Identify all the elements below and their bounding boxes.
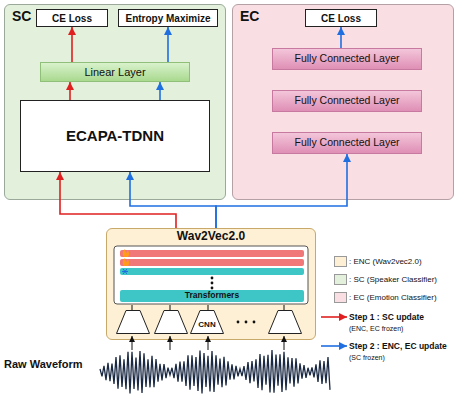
loss-box: CE Loss xyxy=(36,9,108,27)
raw-waveform xyxy=(100,350,330,393)
ecapa-box: ECAPA-TDNN xyxy=(20,100,210,172)
panel-title: EC xyxy=(240,9,259,24)
node-label: Linear Layer xyxy=(84,66,145,78)
legend-text: Step 1 : SC update xyxy=(349,312,424,322)
loss-box: CE Loss xyxy=(305,9,377,27)
frozen-icon xyxy=(123,269,127,274)
fc-layer: Fully Connected Layer xyxy=(272,90,422,112)
cnn-trapezoid xyxy=(155,311,188,334)
legend-swatch xyxy=(334,292,347,303)
legend-text: : ENC (Wav2vec2.0) xyxy=(349,257,422,266)
node-label: Fully Connected Layer xyxy=(294,137,399,149)
input-arrow xyxy=(170,336,171,350)
ellipsis-dot xyxy=(237,321,240,324)
ellipsis-dot xyxy=(211,282,214,285)
feature-arrow xyxy=(132,305,133,310)
ellipsis-dot xyxy=(211,277,214,280)
legend-note: (ENC, EC frozen) xyxy=(349,325,403,332)
fire-icon xyxy=(123,258,130,266)
node-label: Transformers xyxy=(185,291,239,300)
panel-title: Wav2Vec2.0 xyxy=(106,230,316,243)
input-label: Raw Waveform xyxy=(4,358,82,370)
legend-entry: : EC (Emotion Classifier) xyxy=(334,292,437,303)
fc-layer: Fully Connected Layer xyxy=(272,132,422,154)
feature-arrow xyxy=(170,305,171,310)
input-arrow xyxy=(132,336,133,350)
transformer-layer xyxy=(120,259,304,266)
legend-swatch xyxy=(334,274,347,285)
flow-arrow xyxy=(71,27,73,62)
transformer-layer xyxy=(120,268,304,275)
ellipsis-dot xyxy=(245,321,248,324)
node-label: Entropy Maximize xyxy=(125,13,210,24)
flow-arrow xyxy=(130,172,216,228)
flow-arrow xyxy=(167,27,169,62)
flow-arrow xyxy=(60,172,176,228)
legend-entry: Step 2 : ENC, EC update xyxy=(320,341,447,351)
ellipsis-dot xyxy=(253,321,256,324)
cnn-block: CNN xyxy=(190,310,224,334)
fire-icon xyxy=(123,249,130,257)
node-label: ECAPA-TDNN xyxy=(66,128,164,145)
node-label: CNN xyxy=(198,315,215,330)
loss-box: Entropy Maximize xyxy=(118,9,218,27)
feature-arrow xyxy=(284,305,285,310)
flow-arrow xyxy=(216,154,347,228)
node-label: CE Loss xyxy=(52,13,92,24)
legend-arrow xyxy=(320,341,348,351)
node-label: Fully Connected Layer xyxy=(294,53,399,65)
node-label: CE Loss xyxy=(321,13,361,24)
frozen-icon xyxy=(123,269,127,274)
legend-text: Step 2 : ENC, EC update xyxy=(349,341,447,351)
panel-title: SC xyxy=(12,9,31,24)
legend-text: : EC (Emotion Classifier) xyxy=(349,293,437,302)
flow-arrow xyxy=(159,82,161,100)
legend-entry: : ENC (Wav2vec2.0) xyxy=(334,256,422,267)
legend-note: (SC frozen) xyxy=(349,354,385,361)
linear-layer: Linear Layer xyxy=(40,62,190,82)
input-arrow xyxy=(284,336,285,350)
legend-arrow xyxy=(320,312,348,322)
cnn-trapezoid xyxy=(117,311,150,334)
transformer-stack xyxy=(114,246,308,304)
transformer-bar: Transformers xyxy=(120,290,304,302)
flow-arrow xyxy=(340,27,342,48)
legend-entry: : SC (Speaker Classifier) xyxy=(334,274,437,285)
input-arrow xyxy=(208,336,209,350)
node-label: Fully Connected Layer xyxy=(294,95,399,107)
legend-text: : SC (Speaker Classifier) xyxy=(349,275,437,284)
legend-swatch xyxy=(334,256,347,267)
legend-entry: Step 1 : SC update xyxy=(320,312,424,322)
sc-panel: CE Loss Entropy MaximizeLinear LayerECAPA… xyxy=(4,4,226,200)
feature-arrow xyxy=(208,305,209,310)
cnn-trapezoid xyxy=(269,311,302,334)
transformer-layer xyxy=(120,250,304,257)
ellipsis-dot xyxy=(211,287,214,290)
fc-layer: Fully Connected Layer xyxy=(272,48,422,70)
flow-arrow xyxy=(69,82,71,100)
ec-panel: CE LossFully Connected LayerFully Connec… xyxy=(232,4,454,200)
wav2vec-panel: TransformersCNN Wav2Vec2.0 xyxy=(106,228,316,340)
